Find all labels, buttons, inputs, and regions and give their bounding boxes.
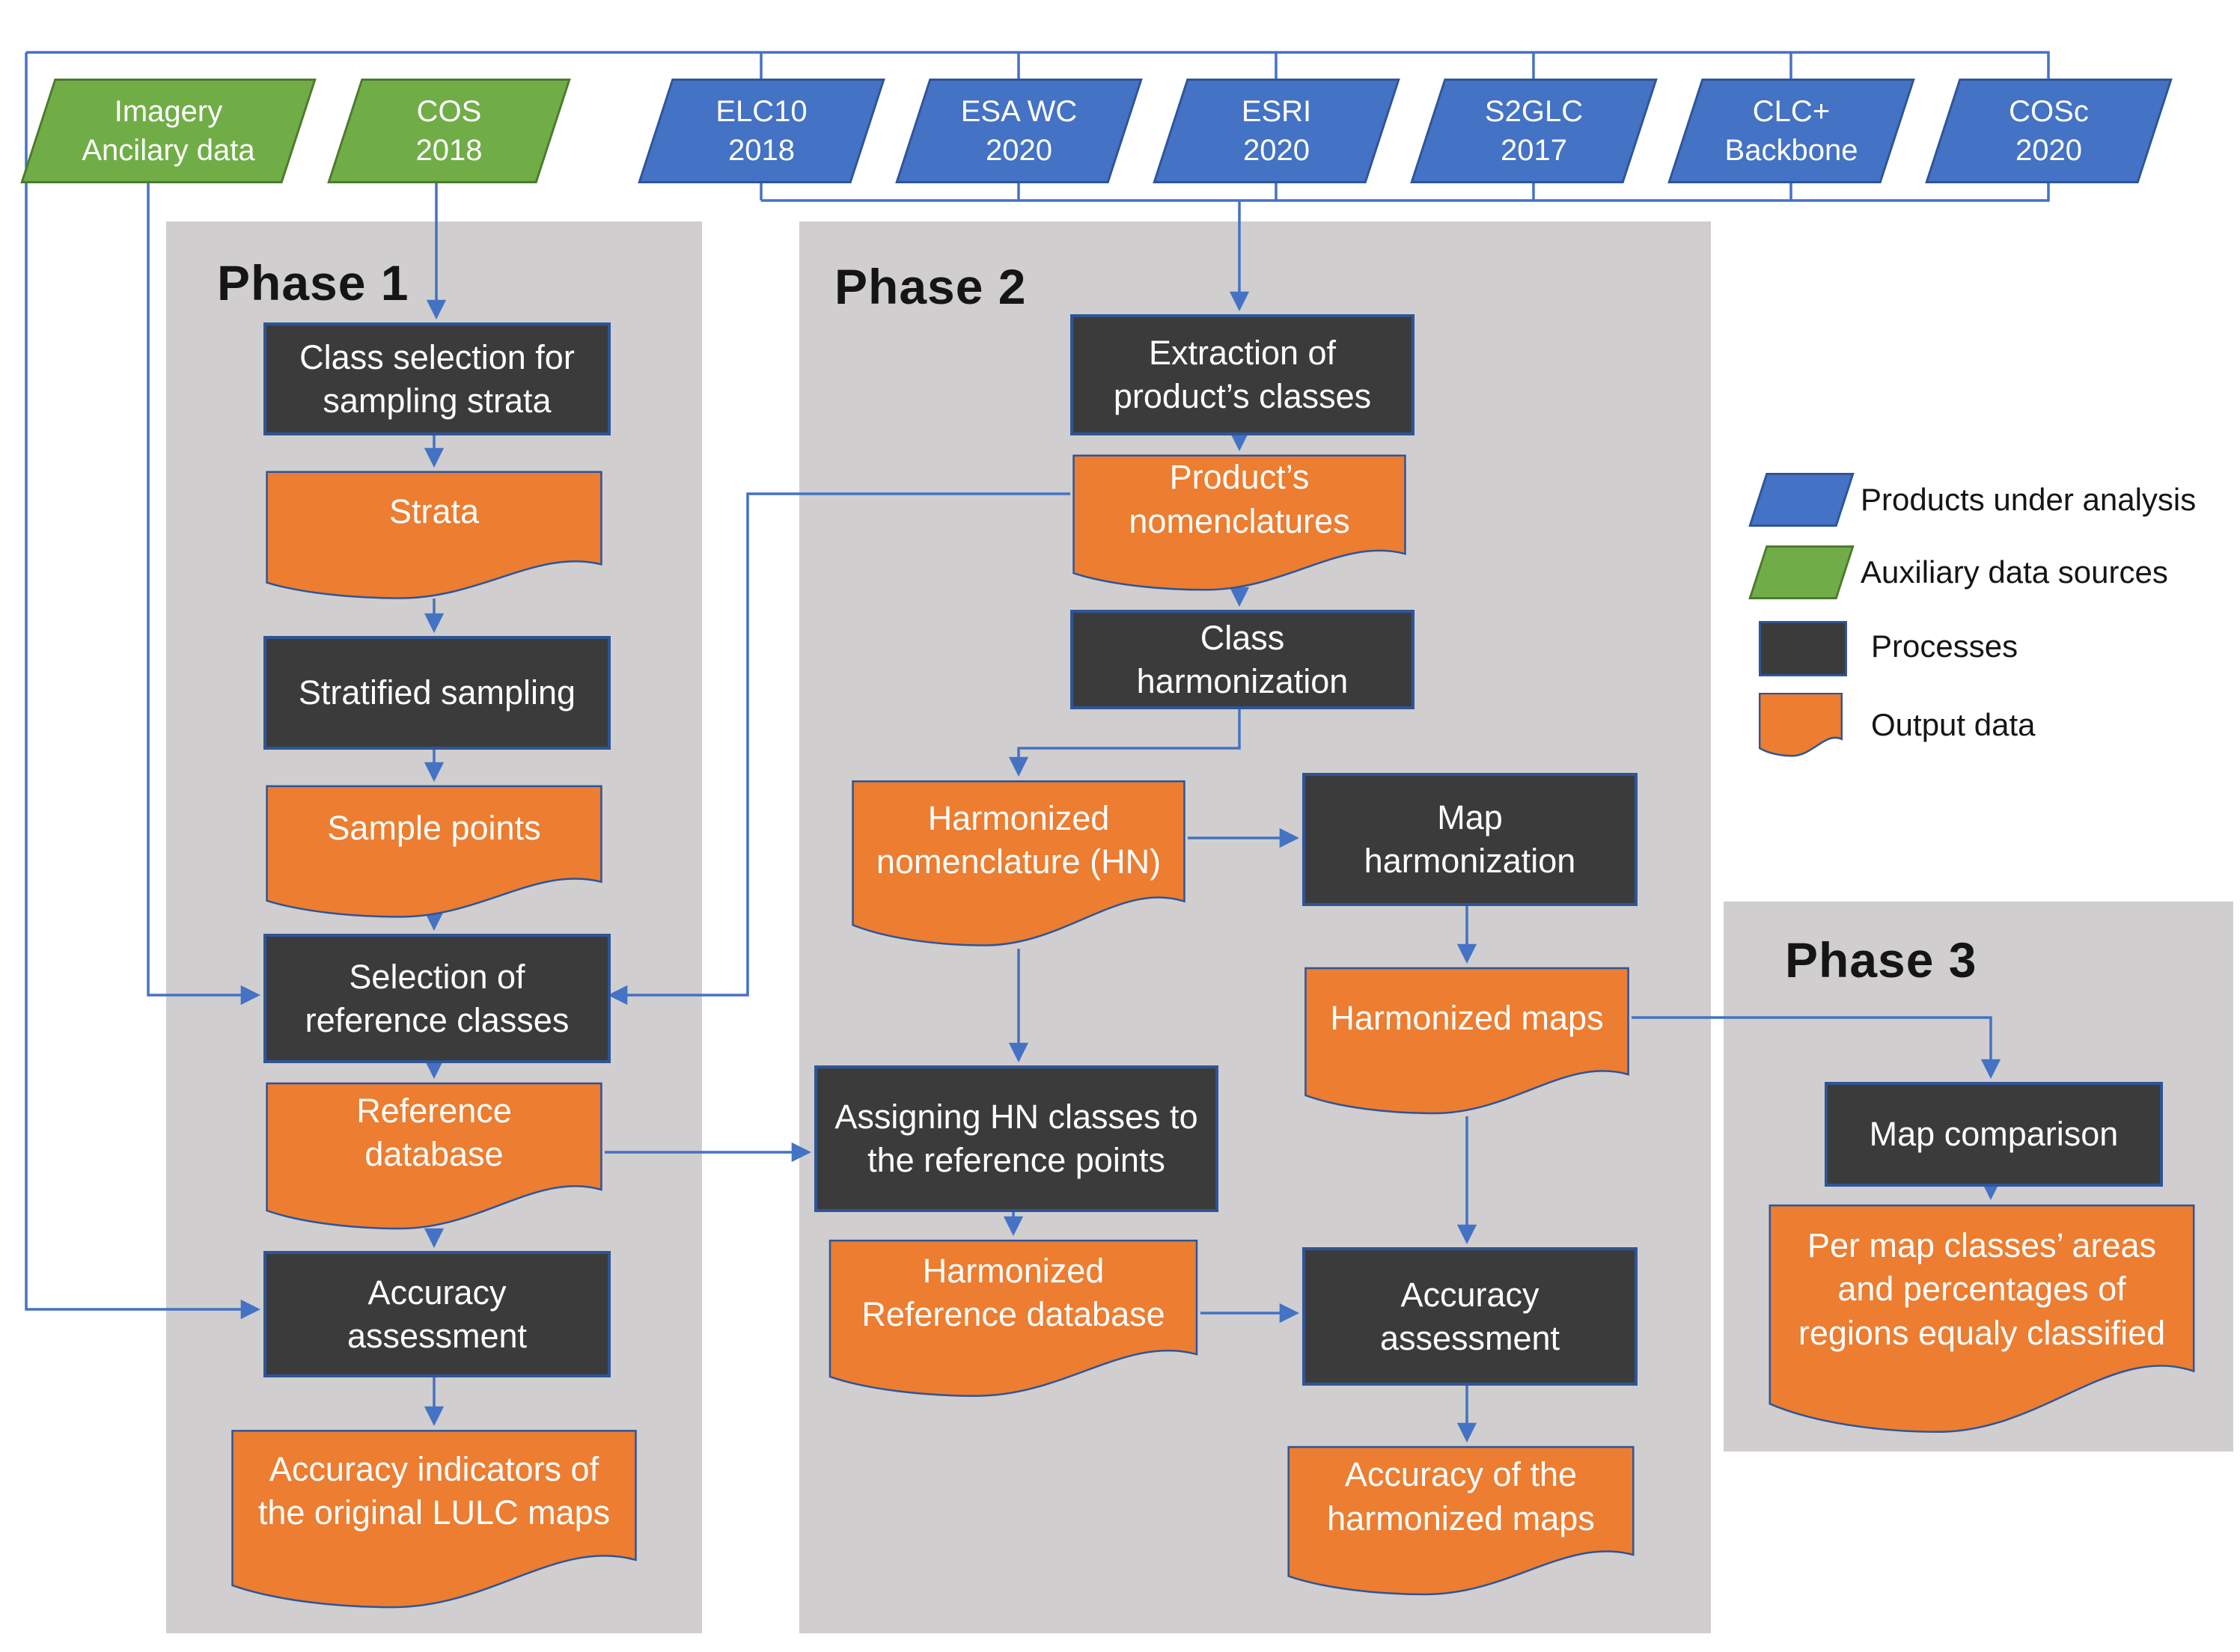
output-harmonized-nomenclature: Harmonized nomenclature (HN) xyxy=(849,780,1188,949)
legend-label-products: Products under analysis xyxy=(1861,482,2197,517)
auxiliary-cos-2018: COS 2018 xyxy=(327,79,571,183)
document-shape xyxy=(228,1429,640,1611)
product-esa-wc: ESA WC 2020 xyxy=(895,79,1143,183)
document-shape xyxy=(826,1239,1200,1399)
process-map-comparison: Map comparison xyxy=(1825,1082,2163,1187)
arrow-maps-to-comparison xyxy=(1632,1016,2001,1079)
parallelogram-shape xyxy=(1748,473,1855,527)
process-map-harmonization: Map harmonization xyxy=(1302,773,1638,906)
output-sample-points: Sample points xyxy=(263,785,605,920)
process-accuracy-assessment-2: Accuracy assessment xyxy=(1302,1247,1638,1386)
process-selection-reference-classes: Selection of reference classes xyxy=(263,934,611,1063)
arrow-classharm-to-hn xyxy=(1008,703,1241,777)
product-s2glc: S2GLC 2017 xyxy=(1410,79,1658,183)
output-harmonized-maps: Harmonized maps xyxy=(1302,967,1632,1116)
arrow-outer-to-accuracy1 xyxy=(25,52,260,1320)
legend-swatch-processes xyxy=(1759,621,1847,676)
document-shape xyxy=(263,785,605,920)
process-stratified-sampling: Stratified sampling xyxy=(263,636,611,750)
process-accuracy-assessment-1: Accuracy assessment xyxy=(263,1251,611,1377)
legend-swatch-auxiliary xyxy=(1748,545,1855,599)
parallelogram-shape xyxy=(1748,545,1855,599)
document-shape xyxy=(1285,1446,1637,1597)
document-shape xyxy=(263,471,605,601)
document-shape xyxy=(1070,454,1409,593)
process-class-harmonization: Class harmonization xyxy=(1070,610,1415,709)
output-accuracy-indicators: Accuracy indicators of the original LULC… xyxy=(228,1429,640,1611)
legend-swatch-output xyxy=(1759,693,1843,757)
document-shape xyxy=(849,780,1188,949)
output-per-map-results: Per map classes’ areas and percentages o… xyxy=(1766,1203,2198,1437)
document-shape xyxy=(1302,967,1632,1116)
output-harmonized-reference-database: Harmonized Reference database xyxy=(826,1239,1200,1399)
phase3-title: Phase 3 xyxy=(1785,932,1977,988)
product-esri: ESRI 2020 xyxy=(1153,79,1400,183)
process-extraction: Extraction of product’s classes xyxy=(1070,314,1415,435)
output-strata: Strata xyxy=(263,471,605,601)
product-elc10: ELC10 2018 xyxy=(638,79,885,183)
process-assigning-hn-classes: Assigning HN classes to the reference po… xyxy=(814,1065,1218,1212)
phase1-title: Phase 1 xyxy=(217,255,409,310)
product-cosc-2020: COSc 2020 xyxy=(1925,79,2173,183)
document-shape xyxy=(1759,693,1843,757)
arrow-nomenclatures-to-selection xyxy=(608,492,1070,1006)
legend-label-auxiliary: Auxiliary data sources xyxy=(1861,554,2168,590)
phase2-title: Phase 2 xyxy=(834,259,1027,314)
document-shape xyxy=(263,1082,605,1232)
process-class-selection: Class selection for sampling strata xyxy=(263,322,611,435)
auxiliary-imagery: Imagery Ancilary data xyxy=(20,79,317,183)
output-product-nomenclatures: Product’s nomenclatures xyxy=(1070,454,1409,593)
legend-label-output: Output data xyxy=(1871,707,2036,742)
legend-label-processes: Processes xyxy=(1871,628,2018,664)
product-clc-backbone: CLC+ Backbone xyxy=(1667,79,1915,183)
legend-swatch-products xyxy=(1748,473,1855,527)
arrow-imagery-to-selection xyxy=(147,183,260,1006)
output-accuracy-harmonized-maps: Accuracy of the harmonized maps xyxy=(1285,1446,1637,1597)
output-reference-database: Reference database xyxy=(263,1082,605,1232)
document-shape xyxy=(1766,1203,2198,1437)
